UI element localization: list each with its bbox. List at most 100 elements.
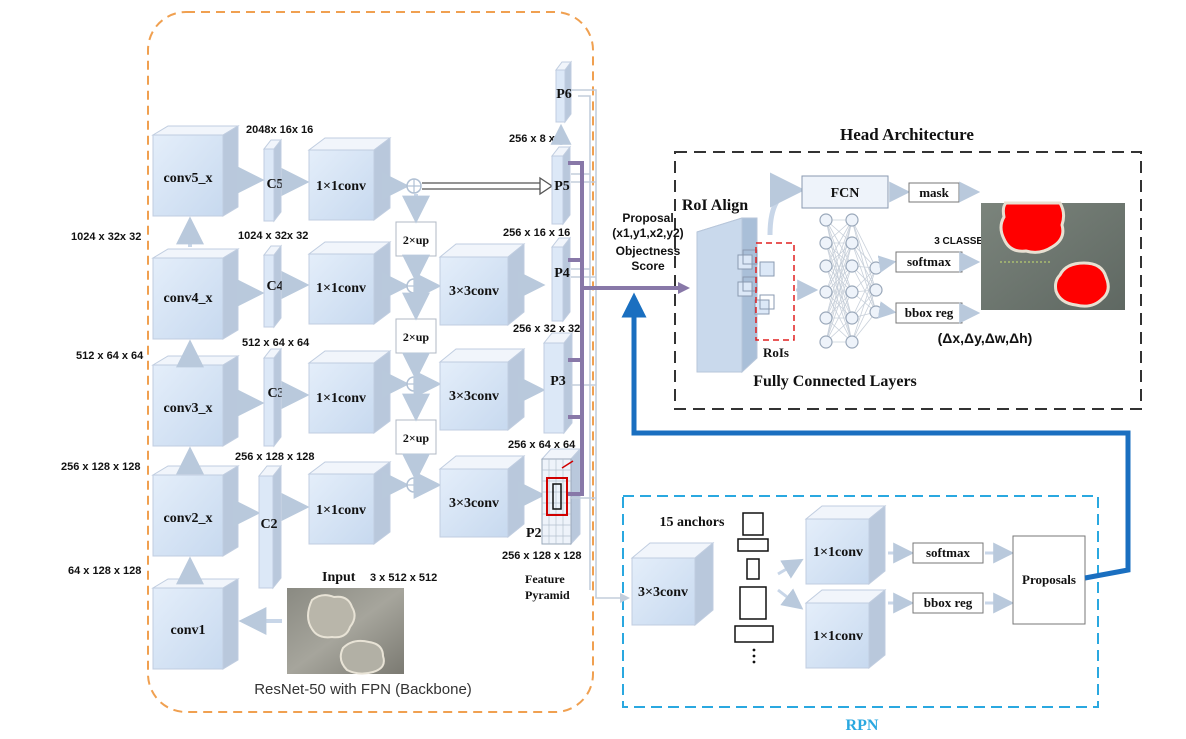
- mask-label: mask: [919, 185, 949, 200]
- anchor-boxes: [734, 512, 774, 643]
- conv-to-c-arrows: [232, 166, 265, 527]
- proposal-text-4: Score: [631, 259, 665, 273]
- c4-dim: 1024 x 32x 32: [238, 230, 308, 242]
- smooth-conv-4-label: 3×3conv: [449, 284, 499, 299]
- conv3-label: conv3_x: [164, 401, 213, 416]
- fc-node: [845, 311, 859, 325]
- conv1-label: conv1: [171, 623, 206, 638]
- rpn-bbox-box: bbox reg: [912, 592, 984, 614]
- fc-node: [845, 335, 859, 349]
- roi-align-label: RoI Align: [682, 197, 748, 214]
- conv5-label: conv5_x: [164, 171, 213, 186]
- conv4-label: conv4_x: [164, 291, 213, 306]
- fcn-label: FCN: [831, 186, 860, 201]
- c5-label: C5: [266, 177, 283, 192]
- fc-node: [819, 236, 833, 250]
- segmentation-output-image: [981, 201, 1125, 310]
- fc-edge: [851, 219, 877, 269]
- conv2-label: conv2_x: [164, 511, 213, 526]
- c4-layer: C4: [262, 244, 284, 329]
- roi-cubes: [737, 249, 775, 315]
- p6-label: P6: [556, 87, 572, 102]
- p5-label: P5: [554, 179, 570, 194]
- c-to-lateral-arrows: [281, 168, 310, 521]
- c2-dim: 256 x 128 x 128: [235, 451, 315, 463]
- head-title: Head Architecture: [840, 125, 974, 144]
- sum-to-smooth-arrows: [413, 272, 442, 499]
- fc-edge: [851, 289, 877, 343]
- fc-node: [819, 259, 833, 273]
- conv3-block: conv3_x: [151, 355, 240, 447]
- upsample-box-3: 2×up: [395, 419, 437, 455]
- input-image: [287, 588, 404, 675]
- smooth-conv-2-label: 3×3conv: [449, 496, 499, 511]
- roi-to-fcn-arrow: [767, 172, 805, 236]
- fc-node: [819, 311, 833, 325]
- p4-dim: 256 x 16 x 16: [503, 227, 570, 239]
- c5-dim: 2048x 16x 16: [246, 124, 313, 136]
- lateral-conv-2-label: 1×1conv: [316, 503, 366, 518]
- c2-layer: C2: [257, 464, 283, 590]
- rpn-conv1b-label: 1×1conv: [813, 629, 863, 644]
- fc-edge: [825, 219, 853, 319]
- rpn-conv1b-block: 1×1conv: [804, 588, 887, 670]
- backbone-frame: [147, 11, 594, 713]
- rois-label: RoIs: [763, 345, 789, 360]
- p2-dim: 256 x 64 x 64: [508, 439, 576, 451]
- proposal-text-1: Proposal: [622, 211, 673, 225]
- rois-box: [755, 242, 795, 341]
- rpn-bbox-label: bbox reg: [924, 595, 973, 610]
- p3-dim: 256 x 32 x 32: [513, 323, 580, 335]
- c5-to-p5-arrow: [422, 176, 554, 196]
- fc-edge: [851, 267, 877, 343]
- p6-layer: P6: [555, 60, 572, 124]
- smooth-to-p-arrows: [517, 271, 546, 509]
- lateral-to-sum-arrows: [381, 172, 410, 499]
- classes-label: 3 CLASSES: [934, 236, 990, 247]
- fc-network: [819, 213, 883, 349]
- fc-edge: [851, 267, 877, 319]
- feature-pyramid-label-2: Pyramid: [525, 588, 570, 602]
- lateral-conv-5-label: 1×1conv: [316, 179, 366, 194]
- fc-edge: [825, 219, 853, 267]
- head-frame: [674, 151, 1142, 410]
- conv3-dim: 512 x 64 x 64: [76, 350, 144, 362]
- rpn-conv3-label: 3×3conv: [638, 585, 688, 600]
- head-softmax-box: softmax: [895, 251, 963, 273]
- feature-to-head-lines: [568, 161, 678, 496]
- p3-label: P3: [550, 374, 566, 389]
- feature-to-head-arrowhead: [678, 282, 690, 294]
- lateral-conv-4: 1×1conv: [307, 241, 392, 325]
- fc-to-bbox-arrow: [877, 301, 897, 319]
- anchor-ellipsis: [752, 648, 756, 664]
- head-softmax-label: softmax: [907, 254, 952, 269]
- p2-layer: P2: [526, 447, 582, 546]
- upsample-box-1: 2×up: [395, 221, 437, 257]
- fc-node: [845, 236, 859, 250]
- pyramid-to-rpn-arrowhead: [620, 593, 630, 603]
- conv4-dim: 1024 x 32x 32: [71, 231, 141, 243]
- lateral-conv-5: 1×1conv: [307, 137, 392, 221]
- fc-edge: [851, 242, 877, 291]
- conv1-dim: 64 x 128 x 128: [68, 565, 141, 577]
- conv2-dim: 256 x 128 x 128: [61, 461, 141, 473]
- p4-layer: P4: [550, 236, 572, 323]
- smooth-conv-2: 3×3conv: [438, 454, 526, 539]
- anchors-label: 15 anchors: [660, 515, 726, 530]
- fc-layers-label: Fully Connected Layers: [753, 373, 917, 390]
- conv2-block: conv2_x: [151, 465, 240, 557]
- upsample-label-2: 2×up: [403, 330, 430, 344]
- proposal-text-2: (x1,y1,x2,y2): [612, 226, 683, 240]
- fc-node: [869, 305, 883, 319]
- bbox-output-label: (Δx,Δy,Δw,Δh): [938, 330, 1033, 346]
- upsample-label-1: 2×up: [403, 233, 430, 247]
- fc-edge: [825, 291, 853, 343]
- fc-node: [819, 335, 833, 349]
- conv5-block: conv5_x: [151, 125, 240, 217]
- smooth-conv-4: 3×3conv: [438, 242, 526, 327]
- lateral-conv-4-label: 1×1conv: [316, 281, 366, 296]
- fc-node: [845, 285, 859, 299]
- lateral-conv-2: 1×1conv: [307, 461, 392, 545]
- fc-node: [819, 285, 833, 299]
- rpn-conv3-block: 3×3conv: [630, 541, 715, 627]
